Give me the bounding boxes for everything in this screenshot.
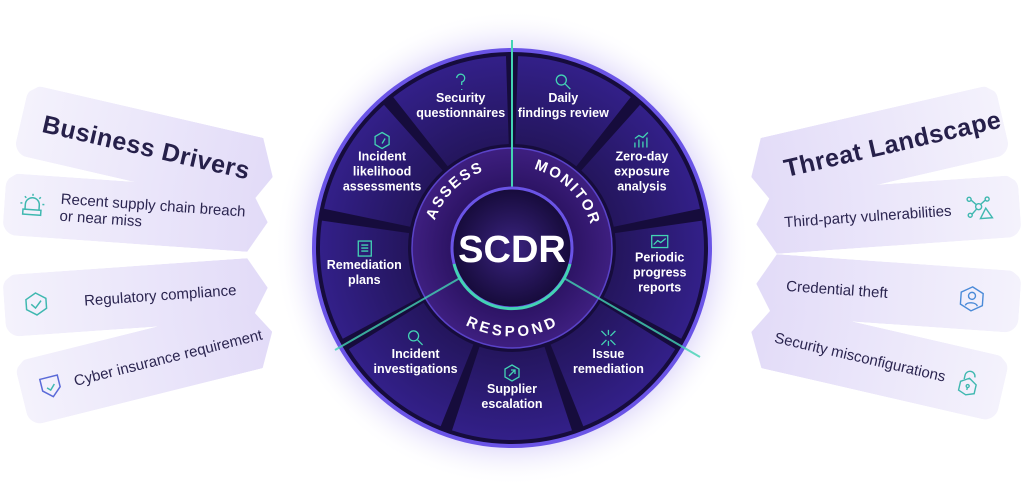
core-accent-arc bbox=[452, 263, 572, 311]
driver-supply-chain-breach: Recent supply chain breach or near miss bbox=[2, 173, 270, 253]
wheel-item-label: likelihood bbox=[353, 165, 411, 179]
wheel-item-label: Supplier bbox=[487, 382, 537, 396]
wheel-item-label: Incident bbox=[392, 347, 441, 361]
user-hex-icon bbox=[959, 286, 984, 312]
wheel-item-label: assessments bbox=[343, 180, 422, 194]
wheel-item-label: reports bbox=[638, 281, 681, 295]
magnifier-icon bbox=[407, 330, 424, 346]
threat-security-misconfigurations: Security misconfigurations bbox=[744, 300, 1010, 422]
magnifier-icon bbox=[555, 74, 571, 90]
wheel-item-label: exposure bbox=[614, 165, 670, 179]
chart-icon bbox=[634, 132, 649, 148]
gauge-icon bbox=[374, 131, 390, 150]
wheel-segment bbox=[348, 302, 474, 427]
wheel-segment bbox=[320, 220, 421, 339]
driver-regulatory-compliance: Regulatory compliance bbox=[2, 257, 270, 337]
wheel-item-label: Daily bbox=[548, 91, 578, 105]
wheel-item-label: Incident bbox=[358, 150, 407, 164]
wheel-item-label: analysis bbox=[617, 180, 666, 194]
question-icon bbox=[456, 73, 466, 91]
alarm-icon bbox=[20, 193, 45, 217]
driver-cyber-insurance: Cyber insurance requirement bbox=[14, 300, 280, 426]
wheel-item-label: questionnaires bbox=[416, 106, 505, 120]
wheel-item-label: Periodic bbox=[635, 251, 684, 265]
center-title: SCDR bbox=[458, 229, 566, 271]
unlocked-icon bbox=[957, 370, 978, 396]
hex-check-icon bbox=[25, 292, 48, 316]
wheel-segment bbox=[603, 220, 704, 339]
network-warning-icon bbox=[965, 196, 994, 220]
wheel-segment bbox=[550, 302, 676, 427]
wheel-segment bbox=[515, 56, 631, 167]
wheel-segment bbox=[452, 346, 572, 440]
wheel-segment bbox=[393, 56, 509, 167]
wheel-item-label: Issue bbox=[592, 347, 624, 361]
wheel-item-label: escalation bbox=[481, 397, 542, 411]
threat-credential-theft: Credential theft bbox=[754, 253, 1022, 333]
wheel-item-label: remediation bbox=[573, 362, 644, 376]
wheel-item-label: Remediation bbox=[327, 258, 402, 272]
wheel-item-label: investigations bbox=[374, 362, 458, 376]
wheel-item-label: Security bbox=[436, 91, 485, 105]
document-icon bbox=[357, 240, 372, 257]
wheel-item-label: Zero-day bbox=[616, 150, 669, 164]
converge-icon bbox=[600, 329, 616, 346]
wheel-item-label: progress bbox=[633, 266, 687, 280]
wheel-segment bbox=[581, 104, 700, 227]
wheel-item-label: plans bbox=[348, 273, 381, 287]
arrow-upright-icon bbox=[504, 364, 520, 382]
wheel-segment bbox=[324, 104, 443, 227]
shield-check-icon bbox=[38, 374, 61, 398]
threat-third-party: Third-party vulnerabilities bbox=[754, 175, 1022, 255]
wheel-item-label: findings review bbox=[518, 106, 609, 120]
report-icon bbox=[651, 234, 669, 249]
